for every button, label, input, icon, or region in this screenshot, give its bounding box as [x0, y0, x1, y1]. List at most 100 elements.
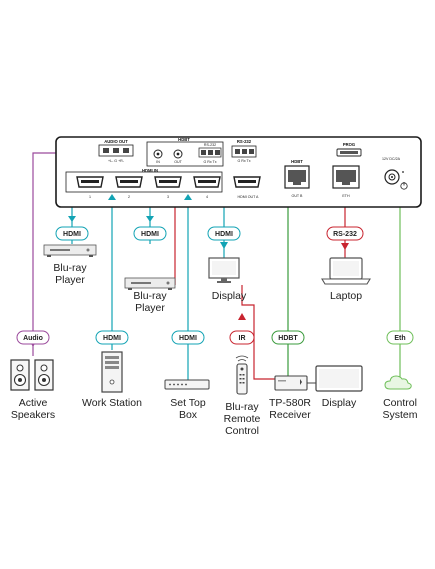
hdmi-arrow-2: [146, 216, 154, 222]
ir-line: [241, 285, 285, 380]
hdmi-in-port-2[interactable]: [115, 176, 143, 188]
svg-text:HDBT: HDBT: [278, 335, 298, 342]
power-label: 12V DC/2A: [382, 157, 401, 161]
tag-hdmi-2: HDMI: [133, 226, 167, 241]
hdmi-in-port-3[interactable]: [154, 176, 182, 188]
receiver-label-line2: Receiver: [269, 409, 311, 421]
control-label-line1: Control: [383, 397, 417, 409]
out-b-label: OUT B: [292, 194, 304, 198]
hdbt-rs-pin-1: [201, 150, 206, 155]
display-bottom-label: Display: [322, 397, 357, 409]
speakers-label-line1: Active: [19, 397, 48, 409]
audio-pin-3: [123, 148, 129, 153]
tag-hdmi-settop: HDMI: [171, 330, 205, 345]
hdmi-arrow-workstation: [108, 194, 116, 200]
bluray-2-label-line1: Blu-ray: [133, 290, 167, 302]
workstation-icon: [101, 351, 123, 393]
hdmi-in-num-3: 3: [167, 195, 169, 199]
rs232-arrow: [341, 243, 349, 250]
audio-pins-label: +L- G +R-: [108, 159, 125, 163]
bluray-player-2-icon: [124, 277, 176, 290]
hdmi-in-num-4: 4: [206, 195, 208, 199]
tag-eth: Eth: [386, 330, 414, 345]
ir-arrow: [238, 313, 246, 320]
hdbt-out-jack-core: [176, 152, 180, 156]
svg-text:HDMI: HDMI: [63, 231, 81, 238]
bluray-player-1-icon: [43, 244, 97, 257]
audio-pin-1: [103, 148, 109, 153]
hdbt-rs-pin-3: [215, 150, 220, 155]
tag-hdmi-workstation: HDMI: [95, 330, 129, 345]
prog-label: PROG: [343, 142, 355, 147]
tag-ir: IR: [229, 330, 255, 345]
svg-text:Eth: Eth: [394, 335, 405, 342]
hdmi-out-a-port[interactable]: [233, 176, 261, 188]
remote-label-line3: Control: [225, 425, 259, 437]
rs232-pin-2: [242, 149, 247, 154]
power-jack-pin: [391, 176, 393, 178]
eth-port-label: ETH: [342, 194, 350, 198]
hdbt-out-b-port[interactable]: [284, 165, 310, 189]
rs232-pin-1: [235, 149, 240, 154]
hdbt-port-label: HDBT: [291, 159, 303, 164]
svg-text:HDMI: HDMI: [179, 335, 197, 342]
tag-rs232: RS-232: [326, 226, 364, 241]
svg-text:Audio: Audio: [23, 335, 43, 342]
display-top-label: Display: [212, 290, 247, 302]
settop-box-icon: [164, 379, 210, 390]
control-system-cloud-icon: [384, 375, 412, 390]
remote-label-line1: Blu-ray: [225, 401, 259, 413]
tag-audio: Audio: [16, 330, 50, 345]
hdmi-in-port-4[interactable]: [193, 176, 221, 188]
power-led: [402, 171, 404, 173]
rs232-pins-label: G Rx Tx: [237, 159, 250, 163]
remote-control-icon: [235, 355, 249, 395]
laptop-label: Laptop: [330, 290, 362, 302]
receiver-label-line1: TP-580R: [269, 397, 311, 409]
hdmi-in-label: HDMI IN: [142, 168, 158, 173]
hdmi-arrow-1: [68, 216, 76, 222]
settop-label-line1: Set Top: [170, 397, 206, 409]
speakers-icon: [10, 359, 54, 391]
hdmi-arrow-settop: [184, 194, 192, 200]
hdbt-in-label: IN: [156, 160, 160, 164]
hdmi-in-num-2: 2: [128, 195, 130, 199]
tag-hdbt: HDBT: [271, 330, 305, 345]
audio-out-label: AUDIO OUT: [104, 139, 128, 144]
bluray-1-label-line1: Blu-ray: [53, 262, 87, 274]
bluray-2-label-line2: Player: [135, 302, 165, 314]
svg-text:HDMI: HDMI: [103, 335, 121, 342]
hdmi-arrow-display: [220, 242, 228, 249]
hdbt-top-label: HDBT: [178, 137, 190, 142]
receiver-icon: [274, 375, 308, 391]
hdbt-rs-pin-2: [208, 150, 213, 155]
hdmi-in-num-1: 1: [89, 195, 91, 199]
hdbt-in-jack-core: [156, 152, 160, 156]
tag-hdmi-display: HDMI: [207, 226, 241, 241]
tag-hdmi-1: HDMI: [55, 226, 89, 241]
eth-port[interactable]: [332, 165, 360, 189]
audio-pin-2: [113, 148, 119, 153]
control-label-line2: System: [382, 409, 417, 421]
laptop-icon: [321, 257, 371, 285]
svg-text:HDMI: HDMI: [141, 231, 159, 238]
remote-label-line2: Remote: [224, 413, 261, 425]
hdmi-in-port-1[interactable]: [76, 176, 104, 188]
speakers-label-line2: Speakers: [11, 409, 55, 421]
hdmi-out-a-label: HDMI OUT A: [238, 195, 260, 199]
prog-usb-inner: [340, 151, 358, 154]
rs232-pin-3: [249, 149, 254, 154]
bluray-1-label-line2: Player: [55, 274, 85, 286]
display-bottom-icon: [315, 365, 363, 392]
svg-text:HDMI: HDMI: [215, 231, 233, 238]
hdbt-rs-pins-label: G Rx Tx: [203, 160, 216, 164]
svg-text:IR: IR: [239, 335, 246, 342]
settop-label-line2: Box: [179, 409, 198, 421]
hdmi-in-frame: [65, 171, 223, 193]
hdbt-out-label: OUT: [174, 160, 182, 164]
rs232-port-label: RS-232: [237, 139, 252, 144]
hdbt-rs232-label: RS-232: [204, 143, 216, 147]
workstation-label: Work Station: [82, 397, 142, 409]
svg-text:RS-232: RS-232: [333, 231, 357, 238]
